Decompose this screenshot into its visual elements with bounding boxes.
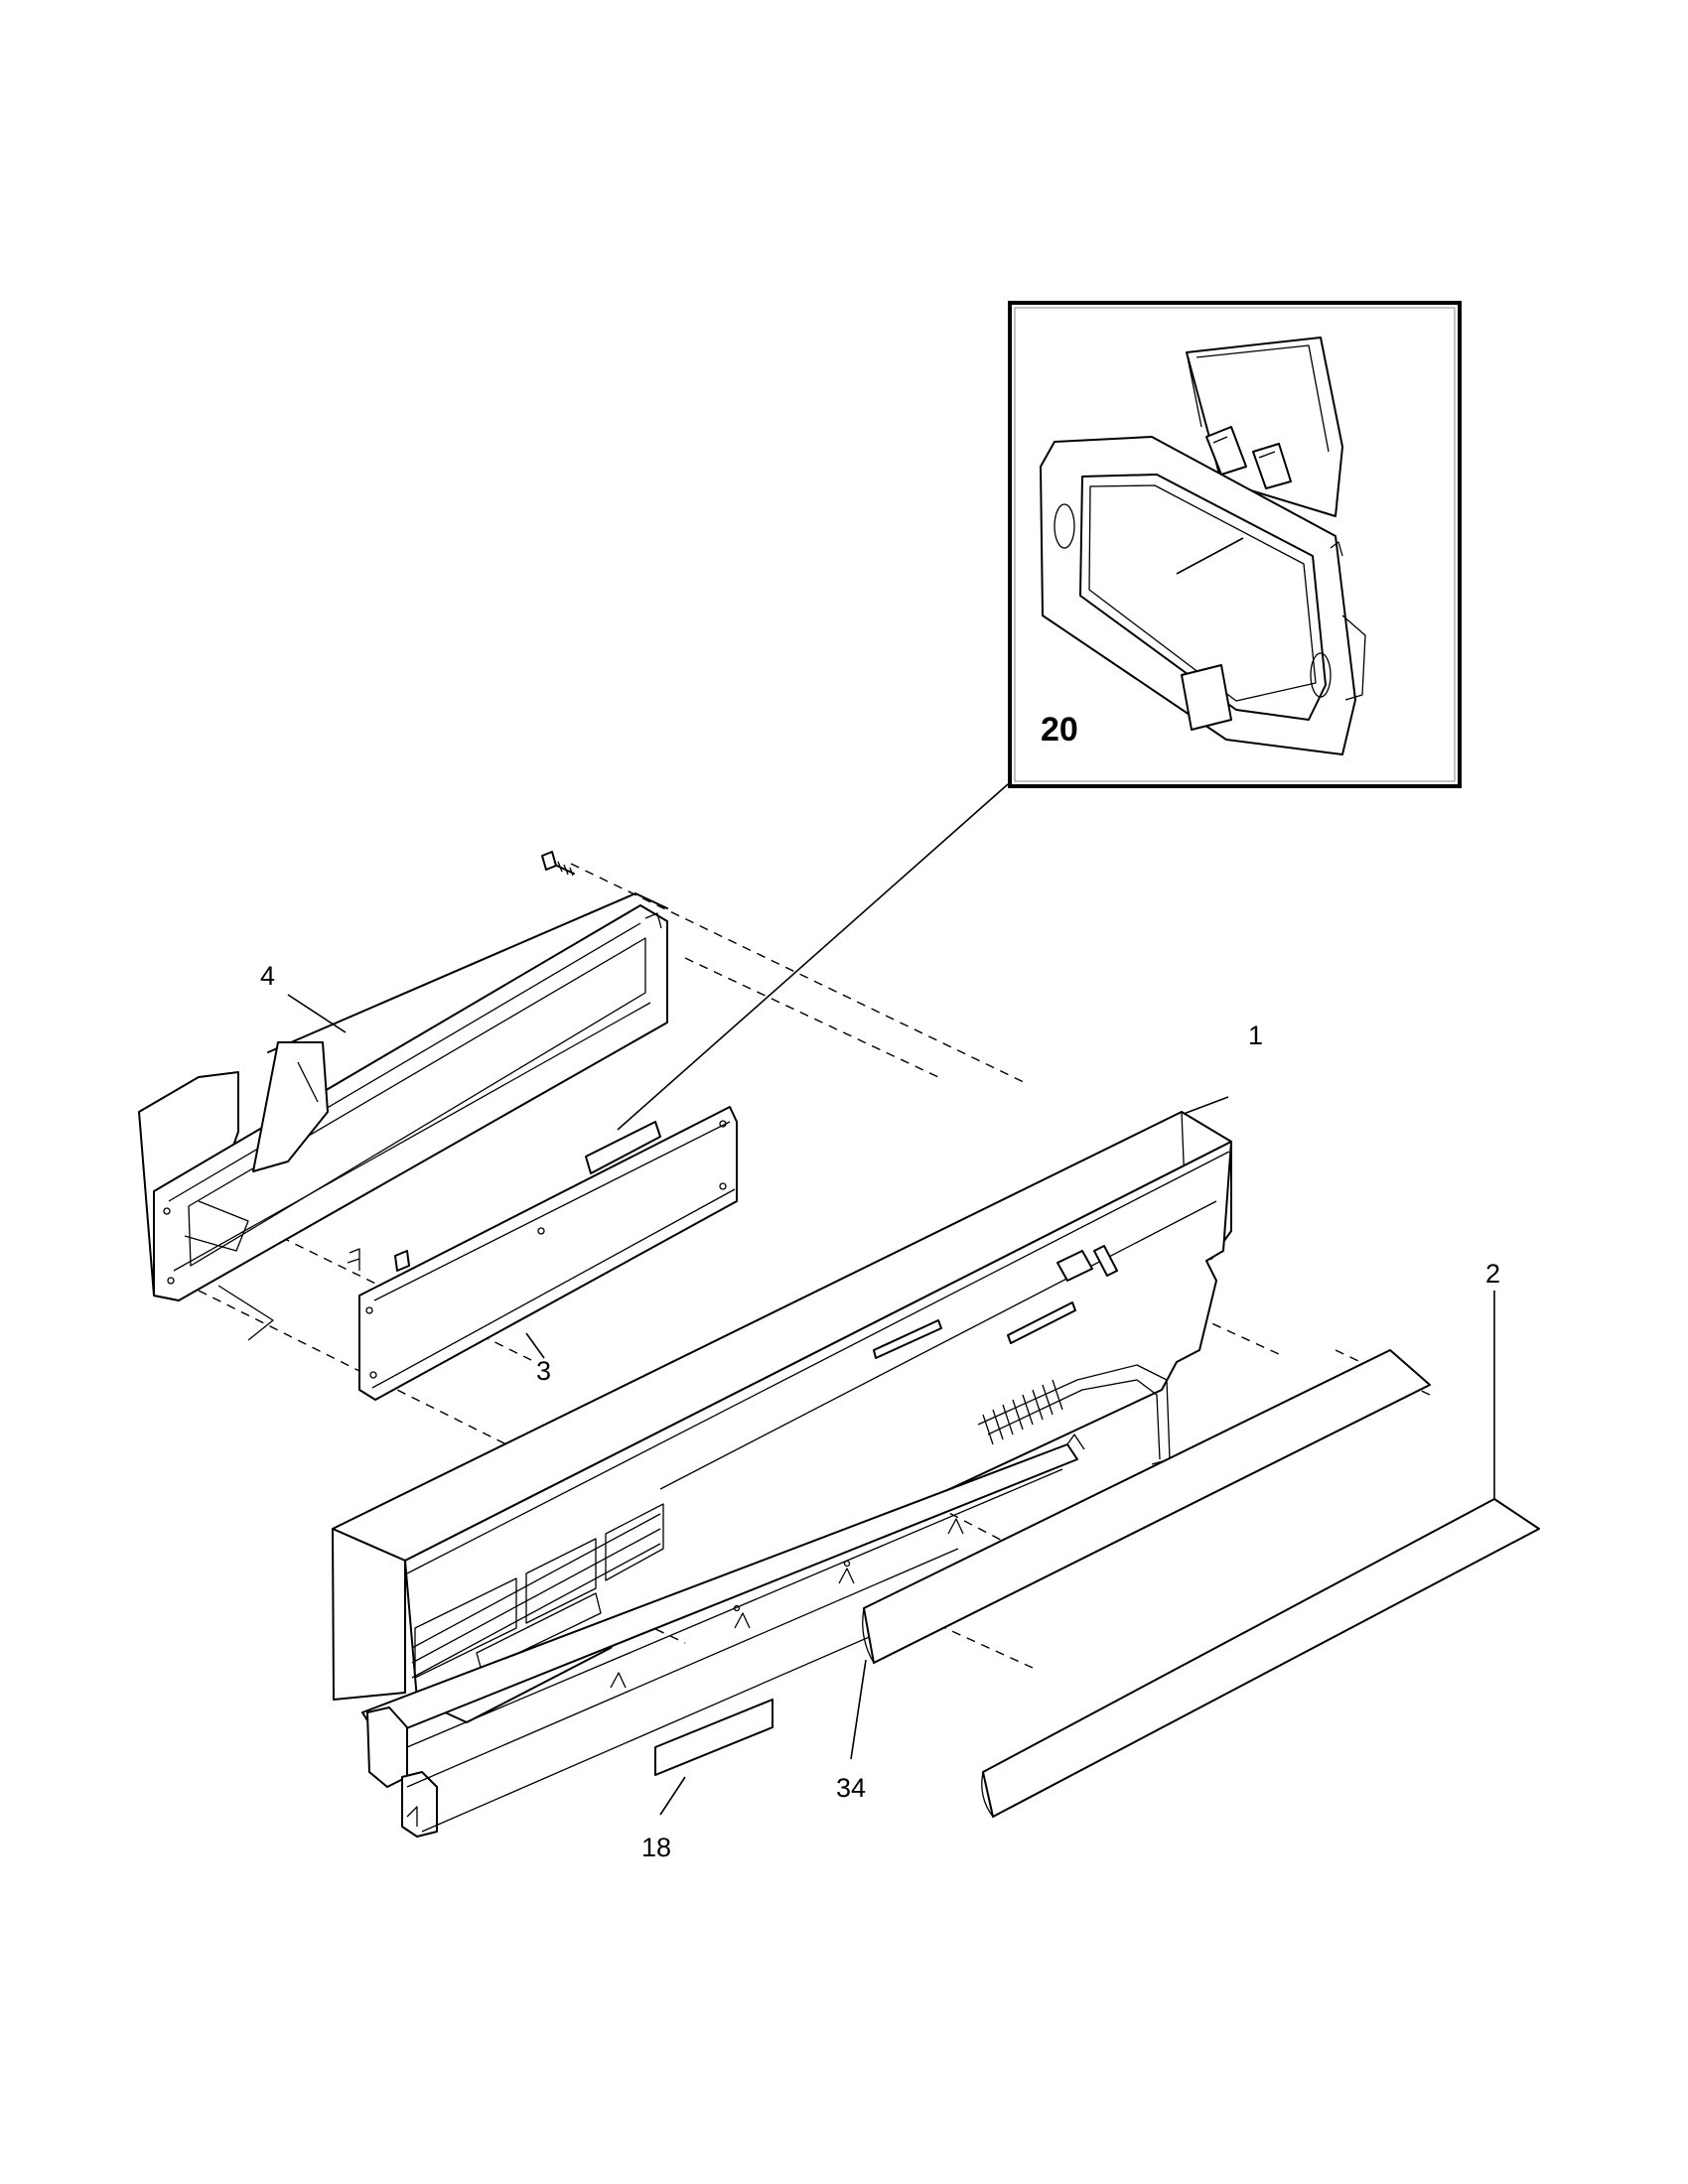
part-4-housing xyxy=(138,892,668,1301)
part-3-control-board xyxy=(217,1106,738,1401)
inset-detail-part-20: 20 xyxy=(1008,301,1462,788)
label-part-2: 2 xyxy=(1485,1259,1500,1289)
label-part-20: 20 xyxy=(1041,711,1078,749)
inset-callout-line xyxy=(617,783,1009,1131)
part-18-label xyxy=(654,1699,774,1776)
label-part-4: 4 xyxy=(260,961,275,991)
part-2-faceplate xyxy=(981,1498,1540,1818)
end-cap-brackets xyxy=(366,1548,959,1838)
label-part-34: 34 xyxy=(836,1773,866,1803)
label-part-18: 18 xyxy=(641,1833,671,1862)
label-part-1: 1 xyxy=(1248,1021,1263,1050)
part-1-control-panel xyxy=(332,1111,1232,1748)
part-34-overlay xyxy=(862,1349,1431,1664)
leader-lines xyxy=(287,537,1495,1816)
screw-fastener xyxy=(541,851,575,877)
label-part-3: 3 xyxy=(536,1356,551,1386)
